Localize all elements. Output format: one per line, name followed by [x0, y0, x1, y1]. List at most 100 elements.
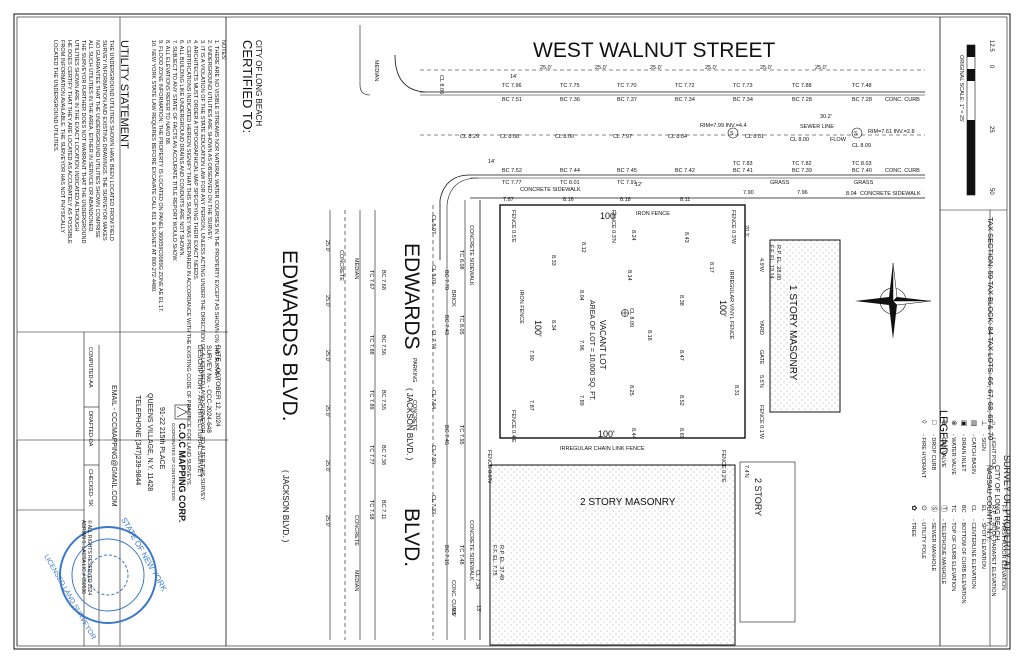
survey-place: CITY OF LONG BEACH — [993, 465, 1000, 540]
elevation-label: 8.12 — [580, 242, 586, 253]
dim-label: 7.4'N — [743, 465, 749, 478]
note-item: 9. FLOOD ZONE INFORMATION: THE PROPERTY … — [157, 40, 163, 313]
elevation-label: TC 7.48 — [852, 83, 872, 89]
lot-area-label: AREA OF LOT = 10,000 SQ. FT. — [588, 300, 595, 401]
elevation-label: 8.44 — [630, 428, 636, 439]
elevation-label: 8.24 — [630, 230, 636, 241]
elevation-label: CL 8.08 — [500, 134, 519, 140]
firm-email: EMAIL - CCCMAPPING@GMAIL.COM — [110, 385, 117, 507]
dim-label: 25.0' — [324, 515, 330, 527]
lot-dim-bottom: 100' — [598, 429, 615, 439]
elevation-label: 8.14 — [626, 270, 632, 281]
legend-label: - UTILITY POLE — [920, 519, 926, 559]
legend-label: - CATCH BASIN — [970, 434, 976, 474]
elevation-label: CL 8.00 — [555, 134, 574, 140]
elevation-label: TC 7.96 — [502, 83, 522, 89]
dim-label: 25.0' — [595, 65, 607, 71]
elevation-label: TC 7.58 — [368, 500, 374, 520]
north-street-text: WEST WALNUT STREET — [533, 39, 775, 62]
legend: LEGEND — [937, 410, 949, 455]
utility-line: SURVEY INFORMATION AND EXISTING DRAWINGS… — [101, 40, 107, 241]
building-2-story-east — [739, 461, 796, 623]
elevation-label: CL 8.00 — [790, 137, 809, 143]
fence-note: FENCE 0.3'N — [610, 210, 616, 243]
elevation-label: BC 7.55 — [380, 390, 386, 410]
elevation-label: TC 7.91 — [617, 180, 637, 186]
scale-bar — [966, 44, 976, 196]
dim-label: 25.0' — [324, 350, 330, 362]
note-item: 10. NEW YORK STATE LAW REQUIRES BEFORE E… — [150, 40, 156, 293]
legend-title: LEGEND — [937, 410, 949, 455]
legend-label: - DRAIN INLET — [960, 434, 966, 472]
north-arrow-icon — [855, 262, 932, 339]
legend-label: - DROP CURB — [930, 434, 936, 471]
building-label: 2 STORY — [753, 478, 763, 516]
surveyor-rights: © ALL RIGHTS RESERVED 2024 — [86, 520, 93, 595]
elevation-label: 8.04 — [846, 191, 857, 197]
utility-line: HE DOES CERTIFY THAT THEY ARE LOCATED AS… — [66, 40, 72, 244]
elevation-label: CL 7.74 — [430, 330, 436, 349]
surface-label: PARKING — [411, 358, 417, 382]
elevation-label: TC 8.05 — [458, 315, 464, 335]
elevation-label: 8.17 — [708, 262, 714, 273]
elevation-label: BC 7.56 — [380, 335, 386, 355]
drop-curb-icon: □ — [930, 420, 937, 425]
building-label: 2 STORY MASONRY — [580, 497, 676, 508]
utility-line: UTILITIES SHOWN ARE IN THE EXACT LOCATIO… — [73, 40, 79, 231]
elevation-label: BC 7.68 — [380, 270, 386, 290]
fence-note: FENCE 0.6'N — [486, 450, 492, 483]
surface-label: BRICK — [450, 290, 456, 307]
elevation-label: 7.87 — [503, 197, 514, 203]
elevation-label: 8.16 — [646, 330, 652, 341]
fence-note: FENCE 0.4'E — [510, 410, 516, 443]
dim-label: 5.5'N — [758, 375, 764, 388]
checked-by: CHECKED- SK — [87, 469, 93, 507]
street-name-north: WEST WALNUT STREET — [533, 39, 775, 62]
elevation-label: CL 8.06 — [438, 75, 444, 94]
elevation-label: TC 8.03 — [852, 161, 872, 167]
elevation-label: TC 7.77 — [502, 180, 522, 186]
survey-date: DATE - OCTOBER 12, 2024 — [214, 345, 221, 427]
manhole-rim-label: RIM=7.61 INV.=2.8 — [868, 129, 915, 135]
surveyor-seal: STATE OF NEW YORK LICENSED LAND SURVEYOR — [42, 516, 169, 641]
dim-label: 25.0' — [324, 405, 330, 417]
elevation-label: 8.11 — [680, 197, 690, 203]
street-name-west-inner: EDWARDS — [400, 243, 423, 350]
dim-label: 25.0' — [324, 295, 330, 307]
elevation-label: 7.96 — [578, 340, 584, 351]
elevation-label: CL 8.07 — [430, 215, 436, 234]
elevation-label: 8.52 — [678, 395, 684, 406]
legend-label: - LIGHT POLE — [990, 434, 996, 470]
scale-tick: 25 — [988, 126, 994, 133]
elevation-label: BC 7.51 — [502, 97, 522, 103]
lot-dim-right: 100' — [718, 300, 728, 317]
legend-col-2: ✿- TREE ⊙- UTILITY POLE Ⓢ- SEWER MANHOLE… — [910, 505, 1006, 604]
elevation-label: BC 7.45 — [617, 168, 637, 174]
elevation-label: BC 7.28 — [792, 97, 812, 103]
utility-line: LOCATED THE UNDERGROUND UTILITIES. — [52, 40, 58, 153]
grass-label: GRASS — [770, 180, 790, 186]
elevation-label: CL 8.03 — [430, 265, 436, 284]
legend-label: - GAS VALVE — [940, 434, 946, 468]
elevation-label: TC 7.67 — [368, 270, 374, 290]
street-alt-west-inner: ( JACKSON BLVD. ) — [405, 388, 414, 461]
legend-abbrev: F.F — [1000, 505, 1006, 513]
elevation-label: BC 7.70 — [443, 270, 449, 290]
legend-label: - BOTTOM OF CURB ELEVATION — [960, 519, 966, 604]
elevation-label: BC 7.28 — [852, 97, 872, 103]
fence-note: FENCE 0.5'E — [510, 210, 516, 243]
survey-number: SURVEY No. - CCC-2024-648 — [205, 345, 212, 433]
curb-label: CONC. CURB — [885, 168, 920, 174]
street-alt-west: ( JACKSON BLVD. ) — [281, 470, 290, 543]
utility-line: ALL SUCH UTILITIES IN THE AREA, EITHER I… — [87, 40, 93, 233]
elevation-label: TC 7.72 — [675, 83, 695, 89]
curb-label: CONC. CURB — [885, 97, 920, 103]
elevation-label: CL 8.09 — [628, 308, 634, 327]
note-item: 5. CERTIFICATIONS INDICATED HEREON SIGNI… — [185, 40, 191, 487]
fence-label: IRREGULAR CHAIN LINK FENCE — [560, 446, 645, 452]
legend-label: - SEWER MANHOLE — [930, 519, 936, 572]
elevation-label: 8.69 — [678, 428, 684, 439]
dim-label: 25.0' — [324, 460, 330, 472]
dim-label: 25.0' — [650, 65, 662, 71]
